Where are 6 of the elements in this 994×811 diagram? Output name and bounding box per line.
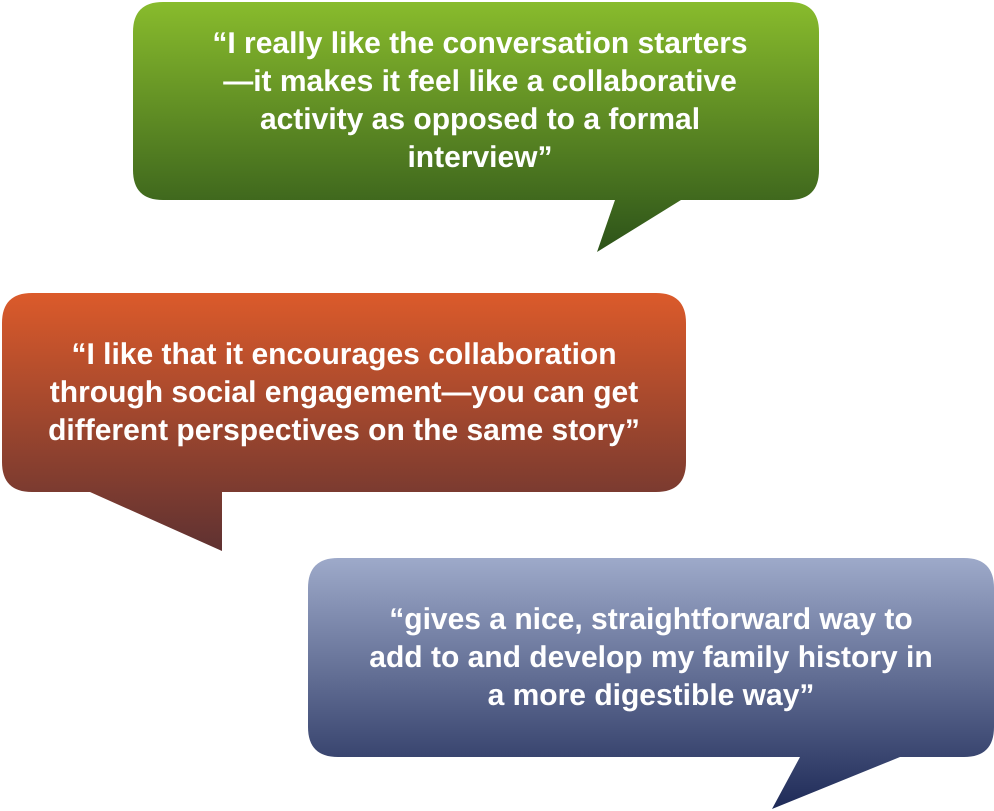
speech-bubble: [133, 2, 819, 252]
quote-text: “I like that it encourages collaboration through social engagement—you can get different perspectives on the same story”: [47, 336, 641, 448]
quote-text: “gives a nice, straightforward way to add to and develop my family history in a more digestible way”: [368, 602, 934, 714]
speech-bubble: [308, 558, 994, 809]
speech-bubble: [2, 293, 686, 551]
quote-text: “I really like the conversation starters—it makes it feel like a collaborative activity as opposed to a formal interview”: [211, 26, 749, 176]
